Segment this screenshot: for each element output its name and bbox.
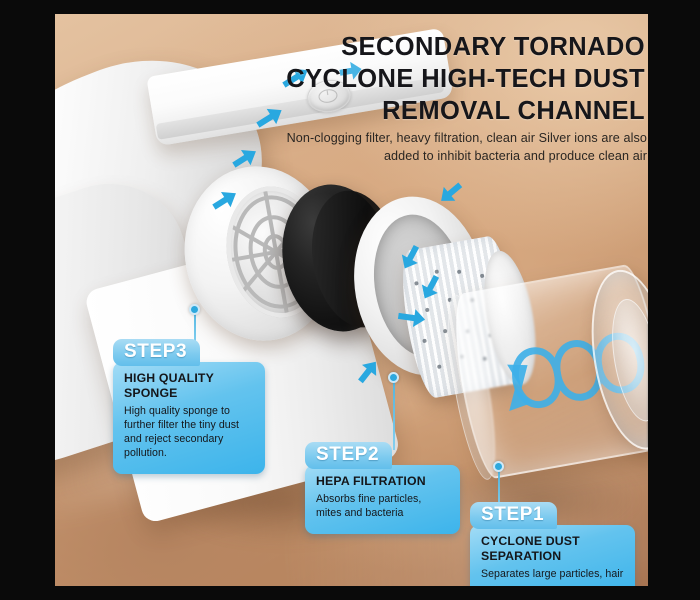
callout-connector-line-step1	[498, 471, 500, 509]
title-line-1: SECONDARY TORNADO	[341, 33, 645, 61]
title-line-2: CYCLONE HIGH-TECH DUST	[286, 64, 645, 93]
step3-body: HIGH QUALITY SPONGE High quality sponge …	[113, 361, 265, 475]
callout-connector-line-step2	[393, 382, 395, 450]
power-icon	[316, 86, 340, 105]
step3-badge: STEP3	[113, 339, 201, 366]
step2-heading: HEPA FILTRATION	[316, 473, 426, 488]
subtitle-line-2: added to inhibit bacteria and produce cl…	[383, 148, 647, 163]
title-line-3: REMOVAL CHANNEL	[382, 96, 645, 125]
step2-badge: STEP2	[305, 442, 393, 469]
infographic-title: SECONDARY TORNADO CYCLONE HIGH-TECH DUST…	[277, 32, 645, 128]
step1-heading: CYCLONE DUST SEPARATION	[481, 533, 580, 563]
step3-description: High quality sponge to further filter th…	[124, 404, 240, 460]
subtitle-line-1: Non-clogging filter, heavy filtration, c…	[286, 131, 647, 145]
step2-description: Absorbs fine particles, mites and bacter…	[316, 492, 422, 519]
callout-anchor-dot-step3	[189, 304, 200, 315]
infographic-subtitle: Non-clogging filter, heavy filtration, c…	[255, 130, 647, 166]
callout-connector-line-step3	[194, 314, 196, 346]
step2-body: HEPA FILTRATION Absorbs fine particles, …	[305, 464, 460, 534]
callout-step2: STEP2 HEPA FILTRATION Absorbs fine parti…	[305, 442, 460, 534]
callout-anchor-dot-step2	[388, 372, 399, 383]
step1-description: Separates large particles, hair	[481, 567, 624, 580]
step1-badge: STEP1	[470, 502, 558, 529]
callout-anchor-dot-step1	[493, 461, 504, 472]
product-infographic-image: SECONDARY TORNADO CYCLONE HIGH-TECH DUST…	[55, 14, 648, 586]
cyclone-dust-bin	[435, 236, 648, 505]
step3-heading: HIGH QUALITY SPONGE	[124, 370, 214, 400]
step1-body: CYCLONE DUST SEPARATION Separates large …	[470, 524, 635, 586]
callout-step3: STEP3 HIGH QUALITY SPONGE High quality s…	[113, 339, 265, 475]
callout-step1: STEP1 CYCLONE DUST SEPARATION Separates …	[470, 502, 635, 586]
